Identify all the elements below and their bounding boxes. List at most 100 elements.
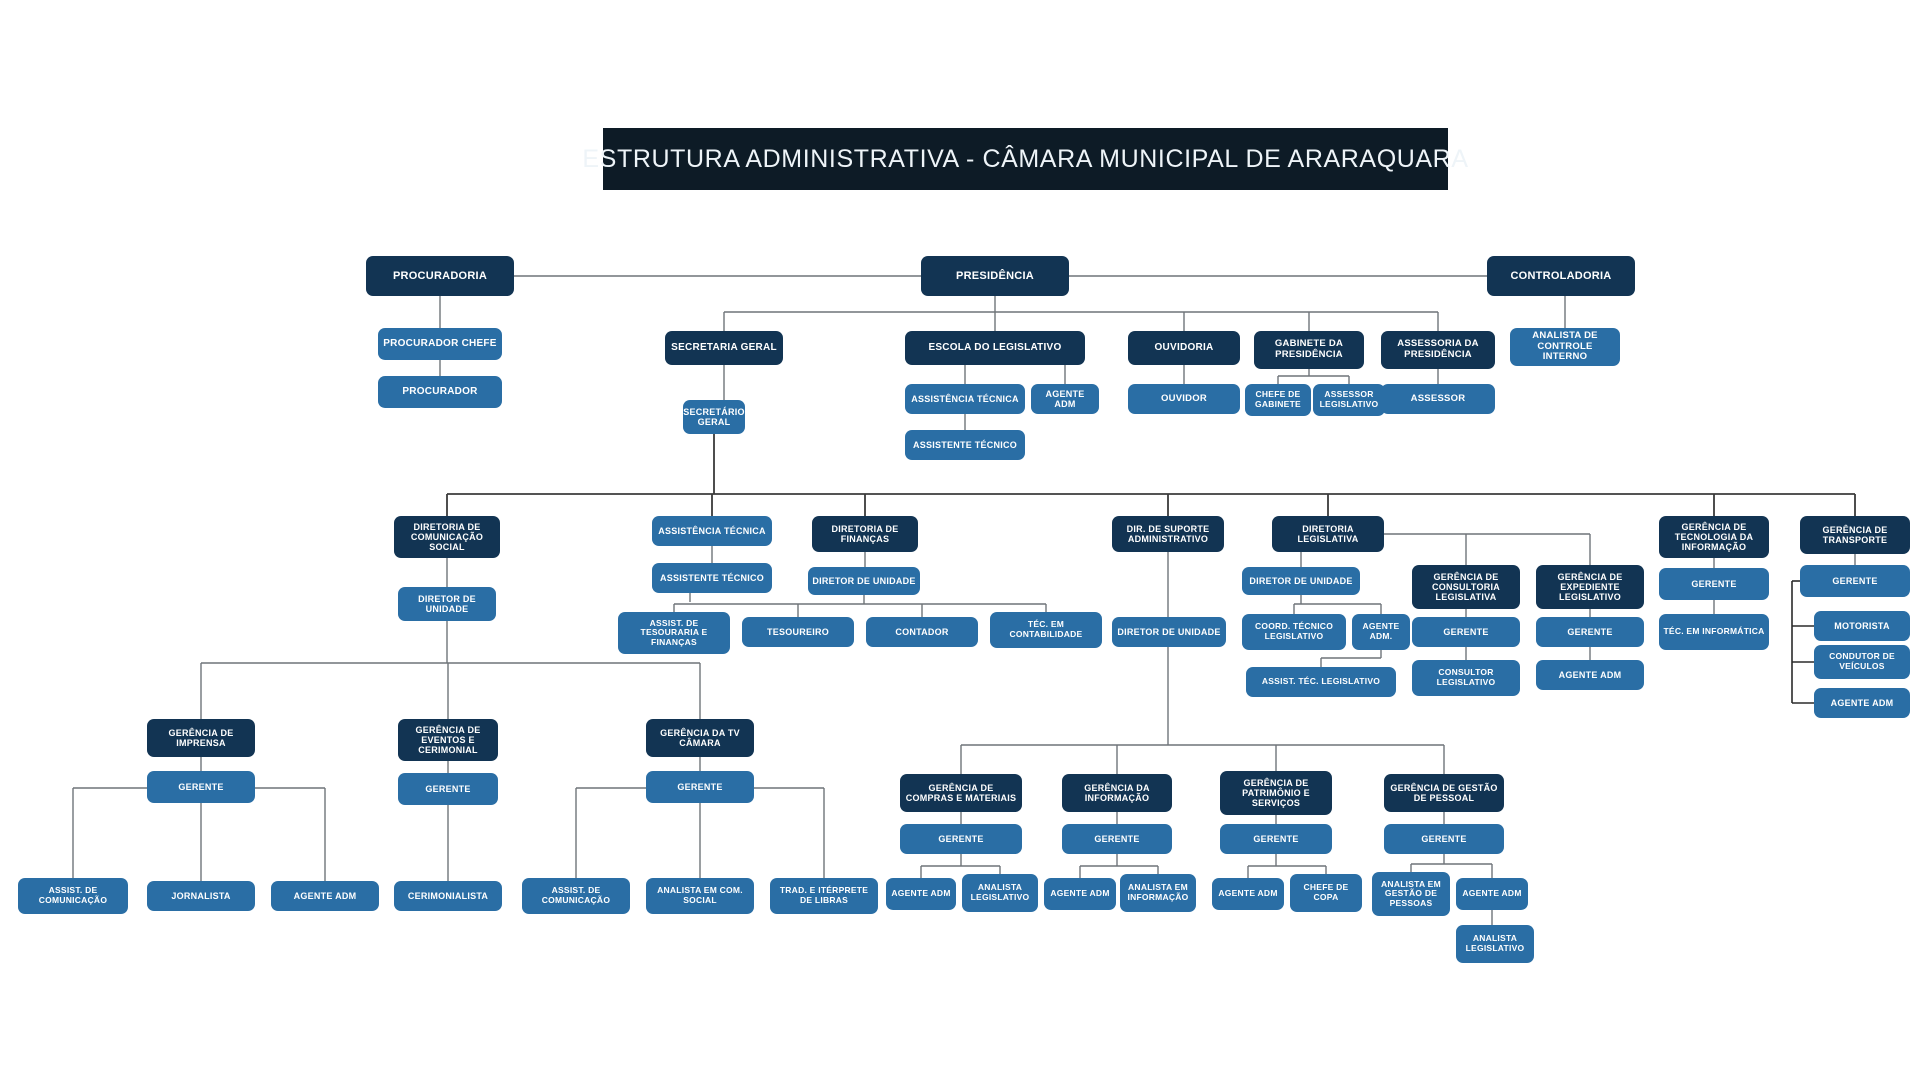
org-node-gerencia-gestao-pessoal[interactable]: GERÊNCIA DE GESTÃO DE PESSOAL <box>1384 774 1504 812</box>
org-node-gerente-informacao[interactable]: GERENTE <box>1062 824 1172 854</box>
org-node-gerencia-eventos[interactable]: GERÊNCIA DE EVENTOS E CERIMONIAL <box>398 719 498 761</box>
org-node-gerente-ti[interactable]: GERENTE <box>1659 568 1769 600</box>
org-node-assessor[interactable]: ASSESSOR <box>1381 384 1495 414</box>
org-node-label: ANALISTA LEGISLATIVO <box>1465 933 1525 953</box>
org-node-gerente-consultoria[interactable]: GERENTE <box>1412 617 1520 647</box>
org-node-assist-comunicacao-2[interactable]: ASSIST. DE COMUNICAÇÃO <box>522 878 630 914</box>
org-node-label: AGENTE ADM <box>1045 388 1085 409</box>
org-node-label: CONTROLADORIA <box>1510 269 1612 282</box>
org-node-gerente-imprensa[interactable]: GERENTE <box>147 771 255 803</box>
org-node-label: CERIMONIALISTA <box>407 890 489 901</box>
org-node-diretor-unidade-leg[interactable]: DIRETOR DE UNIDADE <box>1242 567 1360 595</box>
org-node-procuradoria[interactable]: PROCURADORIA <box>366 256 514 296</box>
org-node-gabinete-presidencia[interactable]: GABINETE DA PRESIDÊNCIA <box>1254 331 1364 369</box>
org-node-agente-adm-informacao[interactable]: AGENTE ADM <box>1044 878 1116 910</box>
org-node-gerencia-compras[interactable]: GERÊNCIA DE COMPRAS E MATERIAIS <box>900 774 1022 812</box>
org-node-diretoria-legislativa[interactable]: DIRETORIA LEGISLATIVA <box>1272 516 1384 552</box>
org-node-secretario-geral[interactable]: SECRETÁRIO GERAL <box>683 400 745 434</box>
org-node-condutor-veiculos[interactable]: CONDUTOR DE VEÍCULOS <box>1814 645 1910 679</box>
org-node-agente-adm-leg[interactable]: AGENTE ADM. <box>1352 614 1410 650</box>
org-node-diretor-unidade-sup[interactable]: DIRETOR DE UNIDADE <box>1112 617 1226 647</box>
org-node-ouvidoria[interactable]: OUVIDORIA <box>1128 331 1240 365</box>
org-node-trad-interprete-libras[interactable]: TRAD. E ITÉRPRETE DE LIBRAS <box>770 878 878 914</box>
org-node-agente-adm-transporte[interactable]: AGENTE ADM <box>1814 688 1910 718</box>
org-node-label: ASSIST. DE COMUNICAÇÃO <box>38 885 108 905</box>
org-node-procurador[interactable]: PROCURADOR <box>378 376 502 408</box>
org-node-agente-adm-gestao[interactable]: AGENTE ADM <box>1456 878 1528 910</box>
org-node-gerente-patrimonio[interactable]: GERENTE <box>1220 824 1332 854</box>
org-node-contador[interactable]: CONTADOR <box>866 617 978 647</box>
org-node-label: PROCURADORIA <box>392 269 488 282</box>
org-node-agente-adm-patrimonio[interactable]: AGENTE ADM <box>1212 878 1284 910</box>
org-node-label: AGENTE ADM <box>1218 888 1278 899</box>
org-node-assistencia-tecnica-escola[interactable]: ASSISTÊNCIA TÉCNICA <box>905 384 1025 414</box>
org-node-gerencia-tv[interactable]: GERÊNCIA DA TV CÂMARA <box>646 719 754 757</box>
org-node-assist-comunicacao-1[interactable]: ASSIST. DE COMUNICAÇÃO <box>18 878 128 914</box>
org-node-assist-tesouraria[interactable]: ASSIST. DE TESOURARIA E FINANÇAS <box>618 612 730 654</box>
org-node-tesoureiro[interactable]: TESOUREIRO <box>742 617 854 647</box>
org-node-dir-suporte-adm[interactable]: DIR. DE SUPORTE ADMINISTRATIVO <box>1112 516 1224 552</box>
org-node-gerente-compras[interactable]: GERENTE <box>900 824 1022 854</box>
org-node-label: ANALISTA EM GESTÃO DE PESSOAS <box>1381 878 1441 908</box>
org-node-consultor-legislativo[interactable]: CONSULTOR LEGISLATIVO <box>1412 660 1520 696</box>
org-node-analista-controle-interno[interactable]: ANALISTA DE CONTROLE INTERNO <box>1510 328 1620 366</box>
org-node-assistencia-tecnica-sg[interactable]: ASSISTÊNCIA TÉCNICA <box>652 516 772 546</box>
org-node-procurador-chefe[interactable]: PROCURADOR CHEFE <box>378 328 502 360</box>
org-node-gerencia-expediente[interactable]: GERÊNCIA DE EXPEDIENTE LEGISLATIVO <box>1536 565 1644 609</box>
org-node-diretoria-comunicacao[interactable]: DIRETORIA DE COMUNICAÇÃO SOCIAL <box>394 516 500 558</box>
org-node-cerimonialista[interactable]: CERIMONIALISTA <box>394 881 502 911</box>
org-node-analista-legislativo-gestao[interactable]: ANALISTA LEGISLATIVO <box>1456 925 1534 963</box>
org-node-gerencia-consultoria[interactable]: GERÊNCIA DE CONSULTORIA LEGISLATIVA <box>1412 565 1520 609</box>
org-node-agente-adm-imprensa[interactable]: AGENTE ADM <box>271 881 379 911</box>
org-node-gerencia-patrimonio[interactable]: GERÊNCIA DE PATRIMÔNIO E SERVIÇOS <box>1220 771 1332 815</box>
org-node-agente-adm-escola[interactable]: AGENTE ADM <box>1031 384 1099 414</box>
org-node-assistente-tecnico-sg[interactable]: ASSISTENTE TÉCNICO <box>652 563 772 593</box>
org-node-ouvidor[interactable]: OUVIDOR <box>1128 384 1240 414</box>
org-node-controladoria[interactable]: CONTROLADORIA <box>1487 256 1635 296</box>
org-node-gerencia-ti[interactable]: GERÊNCIA DE TECNOLOGIA DA INFORMAÇÃO <box>1659 516 1769 558</box>
org-node-assessor-legislativo[interactable]: ASSESSOR LEGISLATIVO <box>1313 384 1385 416</box>
org-node-label: ASSISTENTE TÉCNICO <box>912 439 1017 450</box>
org-node-diretoria-financas[interactable]: DIRETORIA DE FINANÇAS <box>812 516 918 552</box>
org-node-label: GERENTE <box>1691 578 1737 589</box>
org-node-secretaria-geral[interactable]: SECRETARIA GERAL <box>665 331 783 365</box>
org-node-diretor-unidade-com[interactable]: DIRETOR DE UNIDADE <box>398 587 496 621</box>
org-node-label: GERÊNCIA DE EXPEDIENTE LEGISLATIVO <box>1557 571 1623 603</box>
org-node-assistente-tecnico-escola[interactable]: ASSISTENTE TÉCNICO <box>905 430 1025 460</box>
org-node-jornalista[interactable]: JORNALISTA <box>147 881 255 911</box>
org-node-diretor-unidade-fin[interactable]: DIRETOR DE UNIDADE <box>808 567 920 595</box>
org-node-tec-contabilidade[interactable]: TÉC. EM CONTABILIDADE <box>990 612 1102 648</box>
org-node-label: OUVIDOR <box>1160 392 1208 404</box>
org-node-escola-legislativo[interactable]: ESCOLA DO LEGISLATIVO <box>905 331 1085 365</box>
org-node-gerente-tv[interactable]: GERENTE <box>646 771 754 803</box>
org-node-label: GERENTE <box>1094 833 1140 844</box>
org-node-chefe-copa[interactable]: CHEFE DE COPA <box>1290 874 1362 912</box>
org-node-agente-adm-compras[interactable]: AGENTE ADM <box>886 878 956 910</box>
org-node-presidencia[interactable]: PRESIDÊNCIA <box>921 256 1069 296</box>
org-node-analista-legislativo-compras[interactable]: ANALISTA LEGISLATIVO <box>962 874 1038 912</box>
org-node-label: DIR. DE SUPORTE ADMINISTRATIVO <box>1126 523 1210 544</box>
org-node-analista-gestao-pessoas[interactable]: ANALISTA EM GESTÃO DE PESSOAS <box>1372 872 1450 916</box>
org-node-label: GERENTE <box>938 833 984 844</box>
org-node-gerencia-imprensa[interactable]: GERÊNCIA DE IMPRENSA <box>147 719 255 757</box>
org-node-agente-adm-expediente[interactable]: AGENTE ADM <box>1536 660 1644 690</box>
org-node-gerencia-transporte[interactable]: GERÊNCIA DE TRANSPORTE <box>1800 516 1910 554</box>
org-node-label: CONDUTOR DE VEÍCULOS <box>1829 651 1895 671</box>
org-node-label: PROCURADOR CHEFE <box>383 338 497 350</box>
org-node-motorista[interactable]: MOTORISTA <box>1814 611 1910 641</box>
org-node-gerente-expediente[interactable]: GERENTE <box>1536 617 1644 647</box>
org-node-analista-com-social[interactable]: ANALISTA EM COM. SOCIAL <box>646 878 754 914</box>
org-node-label: PROCURADOR <box>402 386 478 398</box>
org-node-label: GERENTE <box>1567 626 1613 637</box>
org-node-gerente-transporte[interactable]: GERENTE <box>1800 565 1910 597</box>
org-node-assist-tec-legislativo[interactable]: ASSIST. TÉC. LEGISLATIVO <box>1246 667 1396 697</box>
org-node-coord-tecnico-leg[interactable]: COORD. TÉCNICO LEGISLATIVO <box>1242 614 1346 650</box>
org-node-gerencia-informacao[interactable]: GERÊNCIA DA INFORMAÇÃO <box>1062 774 1172 812</box>
org-node-gerente-gestao-pessoal[interactable]: GERENTE <box>1384 824 1504 854</box>
org-node-tec-informatica[interactable]: TÉC. EM INFORMÁTICA <box>1659 614 1769 650</box>
org-node-chefe-gabinete[interactable]: CHEFE DE GABINETE <box>1245 384 1311 416</box>
org-node-label: GERÊNCIA DE GESTÃO DE PESSOAL <box>1390 782 1498 803</box>
org-node-gerente-eventos[interactable]: GERENTE <box>398 773 498 805</box>
org-node-assessoria-presidencia[interactable]: ASSESSORIA DA PRESIDÊNCIA <box>1381 331 1495 369</box>
org-node-analista-informacao[interactable]: ANALISTA EM INFORMAÇÃO <box>1120 874 1196 912</box>
